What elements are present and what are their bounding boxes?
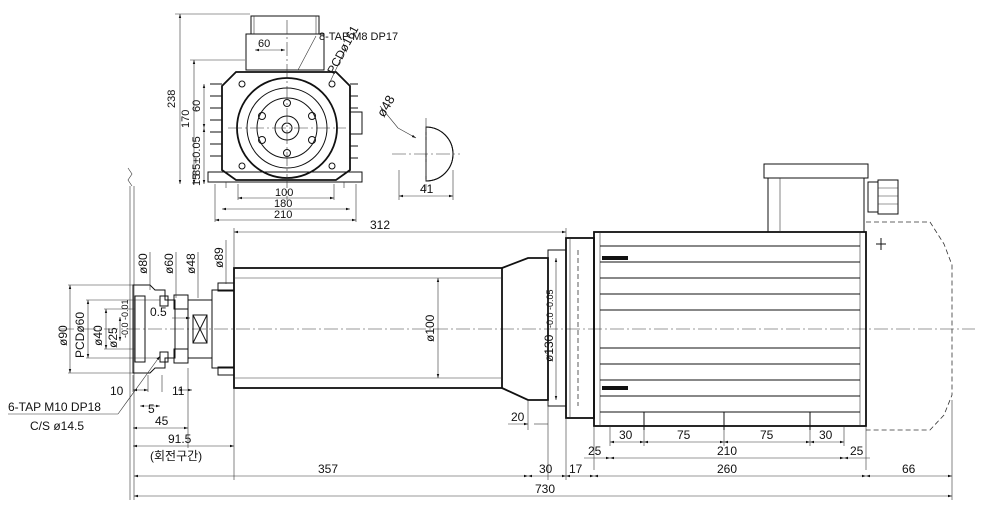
dim-10: 10 [110,384,124,398]
tap-note-m8: 8-TAP M8 DP17 [319,31,398,43]
dim-foot-25a: 25 [588,444,602,458]
dim-130: ø130 [542,334,556,362]
tol-130: -0.0 -0.05 [545,289,555,328]
dim-30: 30 [539,462,553,476]
tap-note-m10: 6-TAP M10 DP18 [8,400,101,414]
dim-20: 20 [511,410,525,424]
tol-25: -0.0 -0.01 [120,299,130,338]
dim-90: ø90 [56,325,70,346]
dim-15: 15 [191,174,203,186]
dim-357: 357 [318,462,338,476]
dim-100: 100 [275,187,293,199]
dim-11: 11 [172,384,185,398]
dim-60-side: ø60 [162,253,176,274]
dim-25: ø25 [106,327,120,348]
dim-66: 66 [902,462,916,476]
dim-48-side: ø48 [184,253,198,274]
dim-foot-30b: 30 [819,428,833,442]
dim-foot-75a: 75 [677,428,691,442]
dim-60-v: 60 [191,100,203,112]
shaft-section: ø48 41 [374,93,460,200]
dim-0-5: 0.5 [150,305,167,319]
dim-foot-25b: 25 [850,444,864,458]
dim-89: ø89 [212,247,226,268]
dim-shaft-41: 41 [420,182,434,196]
dim-210: 210 [274,209,292,221]
rotation-range-label: (회전구간) [150,449,202,463]
dim-91-5: 91.5 [168,432,192,446]
dim-312: 312 [370,218,390,232]
side-view: 312 ø80 ø60 ø48 ø89 ø90 PCDø60 ø40 ø25 -… [8,163,975,500]
dim-17: 17 [569,462,583,476]
dim-shaft-48: ø48 [374,93,398,120]
dim-260: 260 [717,462,737,476]
dim-45: 45 [155,414,169,428]
dim-170: 170 [180,110,192,128]
dim-5: 5 [148,402,155,416]
dim-top-60: 60 [258,38,270,50]
dim-238: 238 [166,90,178,108]
dim-foot-210: 210 [717,444,737,458]
dim-80: ø80 [136,253,150,274]
dim-foot-75b: 75 [760,428,774,442]
dim-85: 85±0.05 [191,136,203,176]
dim-180: 180 [274,198,292,210]
cs-note: C/S ø14.5 [30,419,84,433]
dim-100: ø100 [423,314,437,342]
dim-pcd-60: PCDø60 [73,312,87,358]
dim-730: 730 [535,482,555,496]
end-view: 60 8-TAP M8 DP17 PCDø161 238 170 60 85±0… [166,13,398,222]
dim-foot-30a: 30 [619,428,633,442]
dim-40: ø40 [91,325,105,346]
